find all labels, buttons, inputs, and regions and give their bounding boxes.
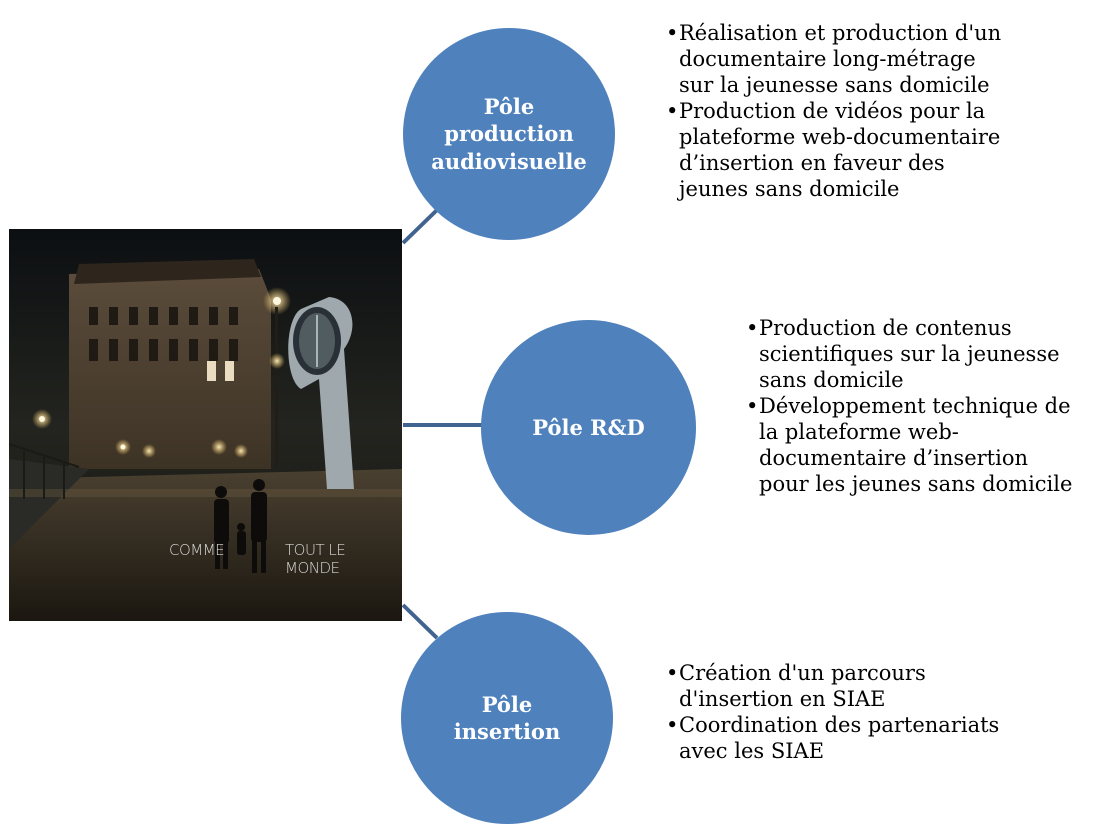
- bullet-dot: •: [666, 661, 679, 685]
- bullet-text: Création d'un parcours d'insertion en SI…: [679, 661, 926, 711]
- pole-insertion-circle: Pôle insertion: [401, 612, 613, 824]
- pole-rd-bullets: • Production de contenus scientifiques s…: [746, 315, 1072, 497]
- list-item: • Développement technique de la platefor…: [746, 393, 1072, 497]
- bullet-dot: •: [746, 394, 759, 418]
- list-item: • Création d'un parcours d'insertion en …: [666, 660, 999, 712]
- bullet-text: Développement technique de la plateforme…: [759, 394, 1073, 496]
- connector-bottom: [401, 603, 439, 640]
- list-item: • Coordination des partenariats avec les…: [666, 712, 999, 764]
- bullet-text: Réalisation et production d'un documenta…: [679, 21, 1002, 97]
- list-item: • Production de contenus scientifiques s…: [746, 315, 1072, 393]
- pole-rd-circle: Pôle R&D: [481, 320, 696, 535]
- pole-production-title: Pôle production audiovisuelle: [431, 94, 587, 174]
- photo-illustration: [9, 229, 402, 621]
- pole-production-bullets: • Réalisation et production d'un documen…: [666, 20, 1001, 202]
- bullet-dot: •: [666, 713, 679, 737]
- bullet-dot: •: [666, 21, 679, 45]
- bullet-dot: •: [746, 316, 759, 340]
- list-item: • Réalisation et production d'un documen…: [666, 20, 1001, 98]
- photo-caption-comme: COMME: [169, 541, 225, 559]
- photo-caption-tout-le-monde: TOUT LE MONDE: [285, 541, 346, 577]
- bullet-text: Coordination des partenariats avec les S…: [679, 713, 1000, 763]
- connector-top: [401, 208, 439, 245]
- bullet-dot: •: [666, 99, 679, 123]
- pole-insertion-title: Pôle insertion: [453, 691, 561, 744]
- bullet-text: Production de vidéos pour la plateforme …: [679, 99, 1001, 201]
- list-item: • Production de vidéos pour la plateform…: [666, 98, 1001, 202]
- pole-insertion-bullets: • Création d'un parcours d'insertion en …: [666, 660, 999, 764]
- bullet-text: Production de contenus scientifiques sur…: [759, 316, 1060, 392]
- pole-production-circle: Pôle production audiovisuelle: [403, 28, 615, 240]
- pole-rd-title: Pôle R&D: [532, 414, 645, 440]
- night-street-photo: COMME TOUT LE MONDE: [9, 229, 402, 621]
